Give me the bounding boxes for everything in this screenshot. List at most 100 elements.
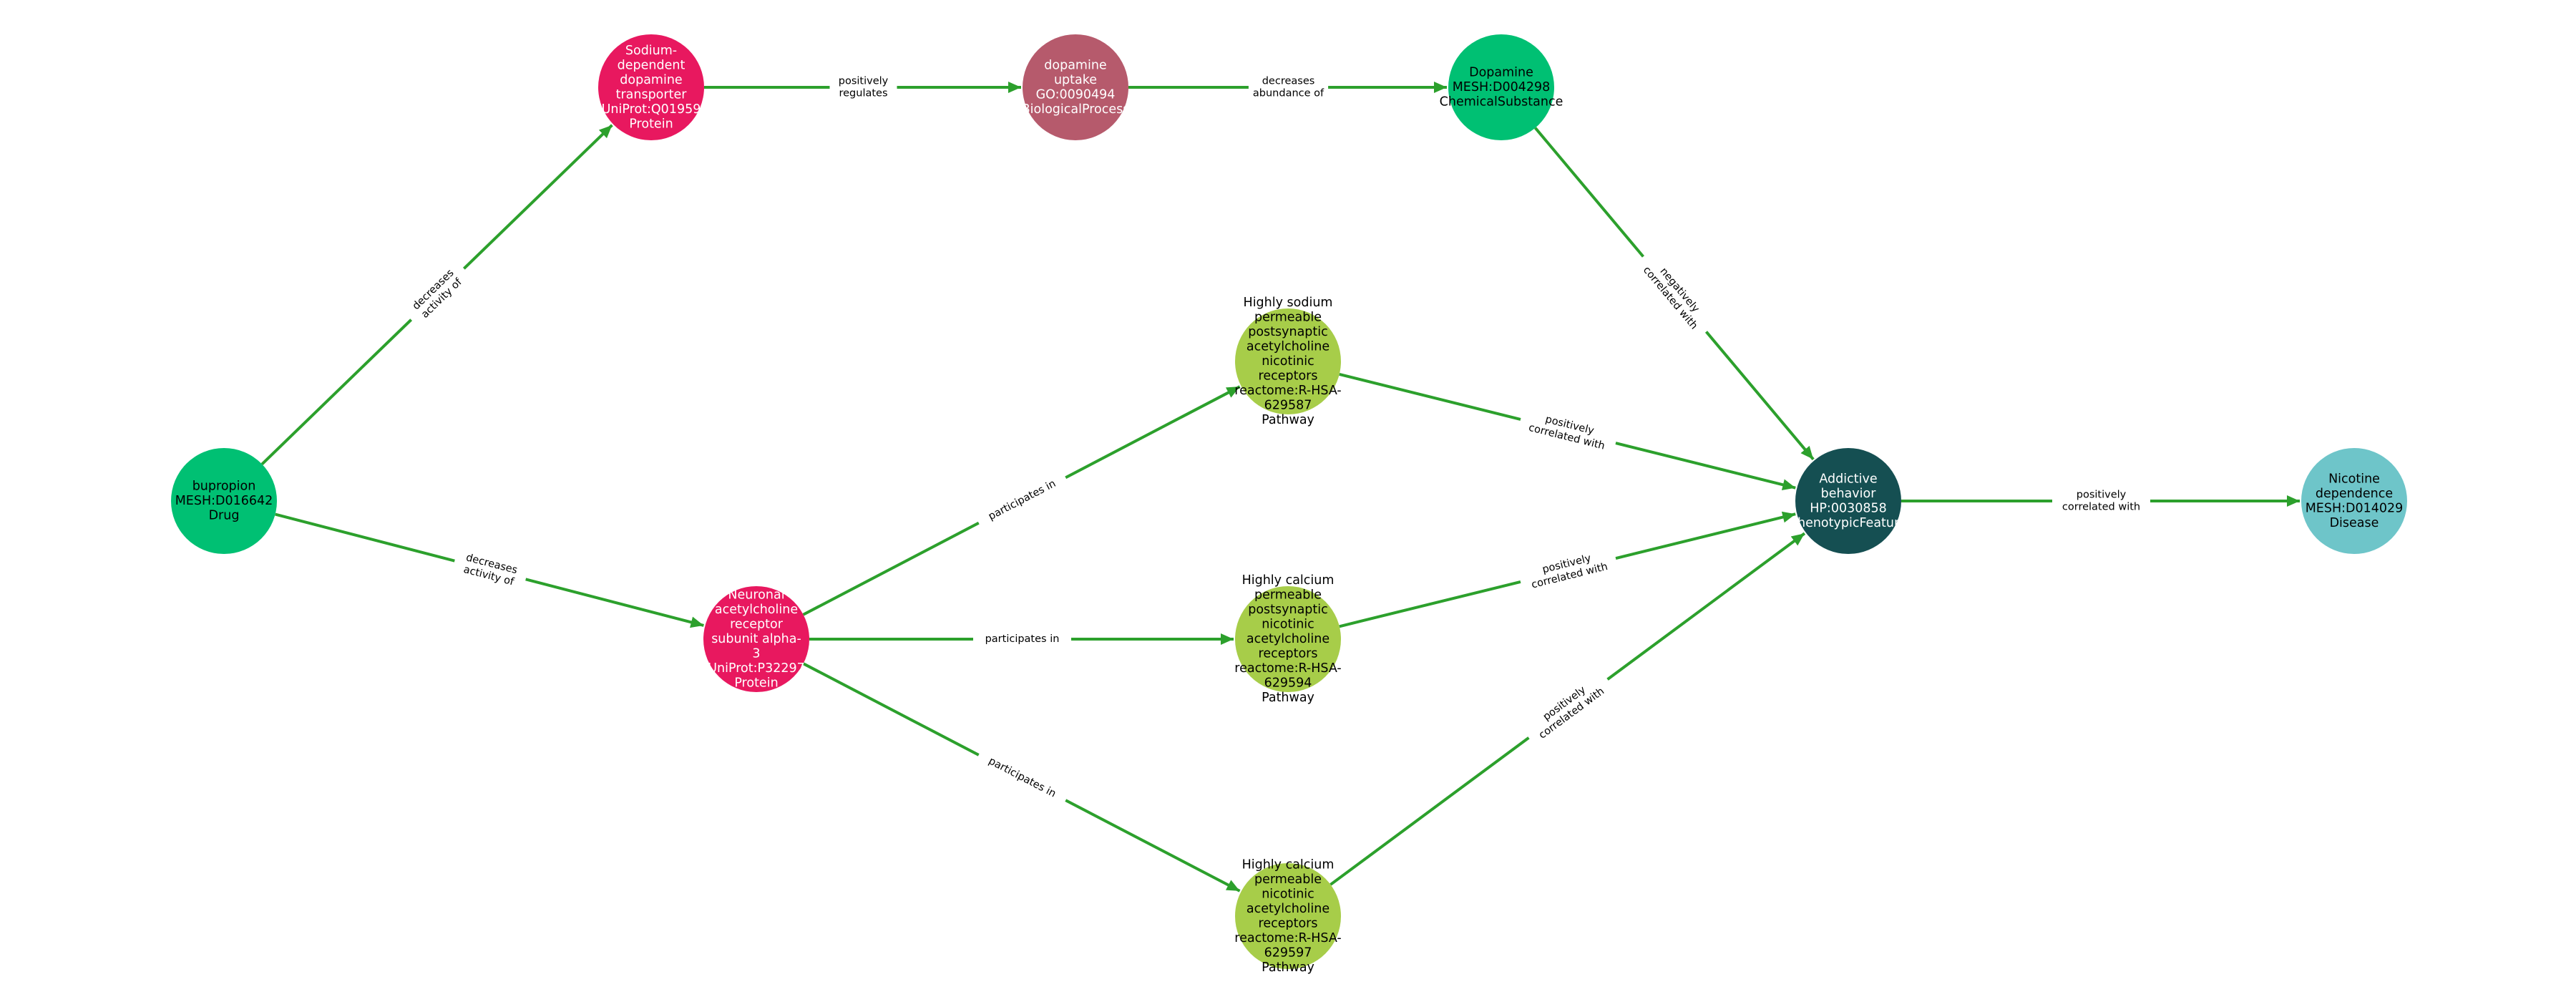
node-circle[interactable] bbox=[1023, 34, 1128, 140]
node-label-line: Protein bbox=[734, 676, 778, 691]
node-label-line: Addictive bbox=[1819, 472, 1877, 486]
node-label-line: transporter bbox=[616, 87, 688, 102]
node-label-line: Pathway bbox=[1262, 960, 1314, 975]
edge-label: participates in bbox=[973, 631, 1071, 647]
node-label-line: permeable bbox=[1254, 311, 1322, 325]
node-label-line: 629594 bbox=[1264, 676, 1312, 691]
node-circle[interactable] bbox=[703, 586, 809, 692]
node-label-line: Pathway bbox=[1262, 691, 1314, 705]
node-label-line: dependence bbox=[2316, 487, 2393, 501]
node-r629587[interactable]: Highly sodiumpermeablepostsynapticacetyl… bbox=[1234, 296, 1341, 427]
node-addictive[interactable]: AddictivebehaviorHP:0030858PhenotypicFea… bbox=[1790, 448, 1907, 554]
node-label-line: 629587 bbox=[1264, 399, 1312, 413]
node-label-line: permeable bbox=[1254, 872, 1322, 887]
node-label-line: Highly sodium bbox=[1244, 296, 1333, 310]
edge-label-background bbox=[1248, 74, 1329, 101]
node-circle[interactable] bbox=[2301, 448, 2407, 554]
node-label-line: BiologicalProcess bbox=[1022, 102, 1130, 117]
node-label-line: Highly calcium bbox=[1242, 857, 1335, 872]
node-label-line: reactome:R-HSA- bbox=[1234, 661, 1341, 676]
edge-label-background bbox=[401, 258, 474, 330]
node-circle[interactable] bbox=[1448, 34, 1554, 140]
node-label-line: Pathway bbox=[1262, 413, 1314, 427]
node-label-line: nicotinic bbox=[1262, 887, 1314, 901]
node-label-line: reactome:R-HSA- bbox=[1234, 931, 1341, 945]
node-circle[interactable] bbox=[1795, 448, 1901, 554]
edge-label-line: decreases bbox=[1262, 76, 1315, 87]
node-label-line: Sodium- bbox=[625, 44, 677, 58]
node-r629594[interactable]: Highly calciumpermeablepostsynapticnicot… bbox=[1234, 573, 1341, 705]
node-label-line: HP:0030858 bbox=[1810, 501, 1887, 515]
node-r629597[interactable]: Highly calciumpermeablenicotinicacetylch… bbox=[1234, 857, 1341, 975]
edge-label-line: participates in bbox=[985, 633, 1060, 645]
edge-chrna3-r629594: participates in bbox=[809, 631, 1234, 647]
edge-label-background bbox=[451, 548, 530, 593]
node-uptake[interactable]: dopamineuptakeGO:0090494BiologicalProces… bbox=[1022, 34, 1130, 140]
node-label-line: receptors bbox=[1259, 369, 1318, 384]
edge-label-background bbox=[1632, 248, 1717, 341]
node-label-line: nicotinic bbox=[1262, 354, 1314, 369]
node-label-line: permeable bbox=[1254, 588, 1322, 603]
node-label-line: Nicotine bbox=[2328, 472, 2380, 486]
node-label-line: acetylcholine bbox=[715, 603, 798, 617]
edge-label-line: positively bbox=[839, 76, 889, 87]
node-label-line: receptors bbox=[1259, 647, 1318, 661]
edge-chrna3-r629597: participates in bbox=[802, 662, 1241, 892]
node-label-line: MESH:D014029 bbox=[2306, 501, 2404, 515]
edge-label-line: abundance of bbox=[1253, 88, 1324, 99]
node-label-line: Protein bbox=[629, 117, 673, 131]
node-label-line: GO:0090494 bbox=[1036, 87, 1116, 102]
node-label-line: acetylcholine bbox=[1246, 632, 1330, 646]
node-dat[interactable]: Sodium-dependentdopaminetransporterUniPr… bbox=[598, 34, 704, 140]
edge-label-line: regulates bbox=[839, 88, 887, 99]
node-circle[interactable] bbox=[1235, 308, 1341, 414]
node-label-line: MESH:D016642 bbox=[175, 494, 273, 508]
node-label-line: bupropion bbox=[192, 480, 256, 494]
node-label-line: Dopamine bbox=[1469, 66, 1533, 80]
edge-label-background bbox=[973, 631, 1071, 647]
edge-label-line: participates in bbox=[987, 478, 1058, 522]
node-circle[interactable] bbox=[171, 448, 277, 554]
edge-label-line: correlated with bbox=[2062, 502, 2140, 513]
node-circle[interactable] bbox=[1235, 586, 1341, 692]
edge-label-background bbox=[975, 748, 1070, 807]
node-circle[interactable] bbox=[598, 34, 704, 140]
node-label-line: receptor bbox=[730, 618, 784, 632]
edge-label: participates in bbox=[975, 748, 1070, 807]
node-label-line: acetylcholine bbox=[1246, 340, 1330, 354]
edge-label-background bbox=[829, 74, 897, 101]
edge-label-background bbox=[975, 470, 1070, 530]
node-label-line: 629597 bbox=[1264, 945, 1312, 960]
node-label-line: behavior bbox=[1821, 487, 1877, 501]
edge-chrna3-r629587: participates in bbox=[802, 385, 1241, 616]
node-label-line: postsynaptic bbox=[1248, 325, 1328, 339]
node-label-line: nicotinic bbox=[1262, 618, 1314, 632]
edge-label-background bbox=[2052, 487, 2150, 515]
node-circle[interactable] bbox=[1235, 863, 1341, 969]
node-label-line: postsynaptic bbox=[1248, 603, 1328, 617]
node-label-line: MESH:D004298 bbox=[1453, 80, 1551, 94]
node-label-line: UniProt:Q01959 bbox=[602, 102, 701, 117]
edge-label-background bbox=[1521, 668, 1616, 749]
